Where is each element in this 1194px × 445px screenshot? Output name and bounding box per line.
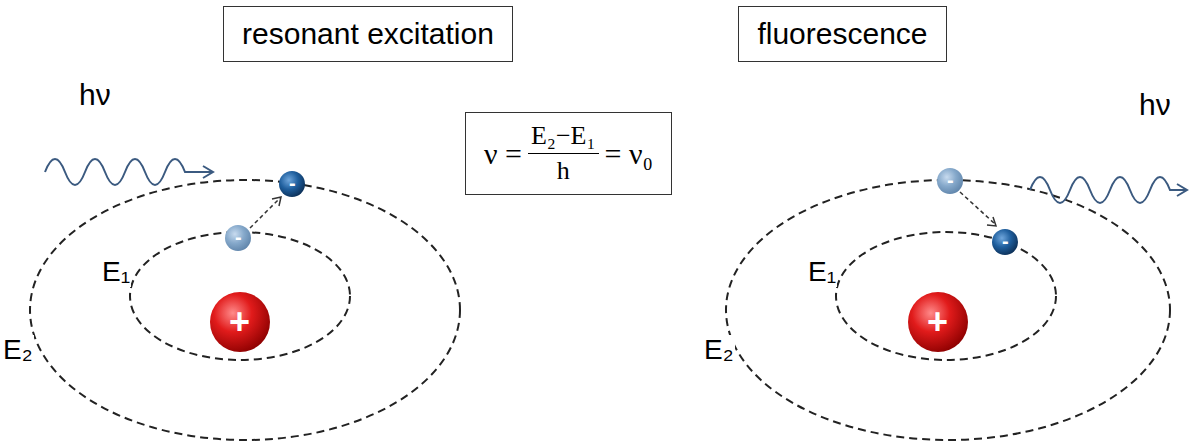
outer-orbit: [30, 180, 460, 440]
nucleus: [908, 292, 968, 352]
title-box: resonant excitation: [223, 6, 513, 62]
outer-orbit: [726, 180, 1170, 440]
level-label: E₁: [807, 257, 837, 287]
fraction: E₂−E₁h: [528, 121, 599, 186]
charge-sign: -: [289, 173, 296, 193]
level-label: E₁: [101, 257, 131, 287]
charge-sign: -: [947, 170, 954, 190]
inner-orbit: [836, 232, 1056, 360]
box-title: fluorescence: [757, 17, 927, 51]
electron: [279, 171, 305, 197]
photon-wave: [1030, 177, 1186, 203]
transition-arrow: [960, 192, 995, 224]
level-label: E₂: [2, 335, 34, 365]
electron-faded: [937, 168, 963, 194]
formula-text: ν =: [484, 137, 522, 171]
charge-sign: -: [1002, 231, 1009, 251]
formula-box: ν =E₂−E₁h= ν₀: [465, 112, 672, 195]
photon-label: hν: [1139, 90, 1171, 120]
transition-arrow: [250, 198, 280, 228]
formula-text: = ν₀: [605, 137, 653, 171]
formula-numerator: E₂−E₁: [528, 121, 599, 154]
arrow-head: [272, 197, 281, 206]
title-box: fluorescence: [738, 6, 947, 62]
photon-label: hν: [79, 80, 111, 110]
charge-sign: -: [235, 227, 242, 247]
formula-denominator: h: [557, 154, 570, 186]
electron-faded: [225, 225, 251, 251]
electron: [992, 229, 1018, 255]
photon-wave: [45, 159, 212, 185]
nucleus: [210, 292, 270, 352]
arrow-head: [1177, 184, 1187, 196]
box-title: resonant excitation: [242, 17, 494, 51]
charge-sign: +: [927, 304, 948, 340]
level-label: E₂: [703, 335, 735, 365]
arrow-head: [203, 166, 213, 178]
arrow-head: [987, 217, 996, 226]
charge-sign: +: [229, 304, 250, 340]
inner-orbit: [130, 232, 350, 360]
